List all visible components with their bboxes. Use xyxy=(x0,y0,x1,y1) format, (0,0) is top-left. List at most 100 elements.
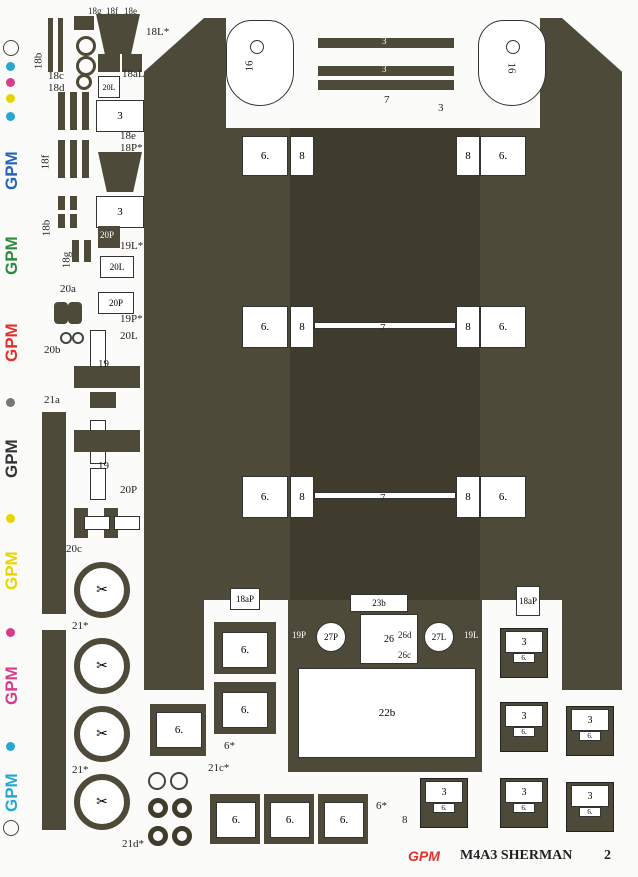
part-strip xyxy=(82,140,89,178)
part-panel xyxy=(114,516,140,530)
part-label: 18g xyxy=(88,6,102,16)
part-27P: 27P xyxy=(316,622,346,652)
rod-7 xyxy=(314,492,456,499)
part-ring xyxy=(172,798,192,818)
part-ring xyxy=(60,332,72,344)
road-wheel: ✂ xyxy=(74,774,130,830)
part-panel xyxy=(90,468,106,500)
part-label: 21* xyxy=(72,620,89,632)
pad-8: 8 xyxy=(290,306,314,348)
part-strip xyxy=(58,92,65,130)
part-18aP: 18aP xyxy=(516,586,540,616)
footer-logo: GPM xyxy=(408,848,440,864)
part-label: 16 xyxy=(243,60,256,72)
part-panel: 3 xyxy=(96,100,144,132)
part-label: 19L* xyxy=(120,240,144,252)
magenta-dot-icon xyxy=(6,78,15,87)
crosshair-icon xyxy=(3,40,19,56)
part-label: 3 xyxy=(382,64,387,74)
part-label: 20c xyxy=(66,543,82,555)
pad-8: 8 xyxy=(290,476,314,518)
part-ring xyxy=(148,798,168,818)
part-label: 18b xyxy=(32,52,45,70)
part-block xyxy=(68,302,82,324)
part-label: 19L xyxy=(464,630,479,640)
part-block xyxy=(54,302,68,324)
part-ring xyxy=(148,826,168,846)
pad-6: 6. xyxy=(480,476,526,518)
part-label: 18e xyxy=(124,6,137,16)
circle-icon xyxy=(506,40,520,54)
rod-7 xyxy=(314,322,456,329)
part-label: 7 xyxy=(380,322,386,334)
part-label: 21d* xyxy=(122,838,144,850)
part-label: 18d xyxy=(48,82,65,94)
part-block xyxy=(98,54,120,72)
part-ring xyxy=(72,332,84,344)
brand-logo: GPM xyxy=(2,236,21,275)
part-label: 19 xyxy=(98,460,109,472)
part-strip xyxy=(48,18,53,72)
part-block xyxy=(96,14,140,54)
footer: GPM M4A3 SHERMAN 2 xyxy=(408,848,628,868)
part-strip xyxy=(58,18,63,72)
part-strip xyxy=(70,214,77,228)
part-label: 26c xyxy=(398,650,411,660)
part-block xyxy=(98,226,120,248)
part-strip xyxy=(42,412,66,614)
pad-6: 6. xyxy=(156,712,202,748)
grey-dot-icon xyxy=(6,398,15,407)
crosshair-icon xyxy=(3,820,19,836)
part-label: 21c* xyxy=(208,762,230,774)
part-ring xyxy=(148,772,166,790)
part-label: 19 xyxy=(98,358,109,370)
part-strip xyxy=(42,630,66,830)
part-label: 18L* xyxy=(146,26,170,38)
part-strip xyxy=(72,240,79,262)
part-label: 18f xyxy=(39,154,52,170)
scissors-icon: ✂ xyxy=(96,726,108,742)
footer-title: M4A3 SHERMAN xyxy=(460,848,573,863)
pad-6: 6. xyxy=(324,802,364,838)
part-label: 18g xyxy=(60,251,73,269)
part-strip xyxy=(58,214,65,228)
part-label: 18b xyxy=(40,219,53,237)
part-block xyxy=(122,54,142,72)
part-18aP: 18aP xyxy=(230,588,260,610)
footer-page-number: 2 xyxy=(604,848,611,863)
part-label: 20P xyxy=(100,230,115,240)
part-ring xyxy=(76,56,96,76)
part-label: 20b xyxy=(44,344,61,356)
brand-logo: GPM xyxy=(2,323,21,362)
part-label: 18aL xyxy=(122,68,145,80)
cyan-dot-icon xyxy=(6,742,15,751)
part-panel: 20L xyxy=(100,256,134,278)
part-label: 21a xyxy=(44,394,60,406)
part-label: 26d xyxy=(398,630,412,640)
part-label: 20L xyxy=(120,330,138,342)
part-label: 18f xyxy=(106,6,118,16)
scissors-icon: ✂ xyxy=(96,794,108,810)
part-panel: 20P xyxy=(98,292,134,314)
road-wheel: ✂ xyxy=(74,562,130,618)
part-label: 20P xyxy=(120,484,138,496)
part-ring xyxy=(76,74,92,90)
part-label: 21* xyxy=(72,764,89,776)
part-label: 6* xyxy=(224,740,235,752)
yellow-dot-icon xyxy=(6,94,15,103)
part-ring xyxy=(172,826,192,846)
part-strip xyxy=(58,140,65,178)
part-23b: 23b xyxy=(350,594,408,612)
strip-3 xyxy=(318,38,454,48)
pad-6: 6. xyxy=(242,306,288,348)
brand-logo: GPM xyxy=(2,151,21,190)
hull-side-right xyxy=(562,18,622,690)
scissors-icon: ✂ xyxy=(96,582,108,598)
part-label: 18P* xyxy=(120,142,143,154)
part-label: 7 xyxy=(380,492,386,504)
part-label: 20a xyxy=(60,283,76,295)
circle-icon xyxy=(250,40,264,54)
